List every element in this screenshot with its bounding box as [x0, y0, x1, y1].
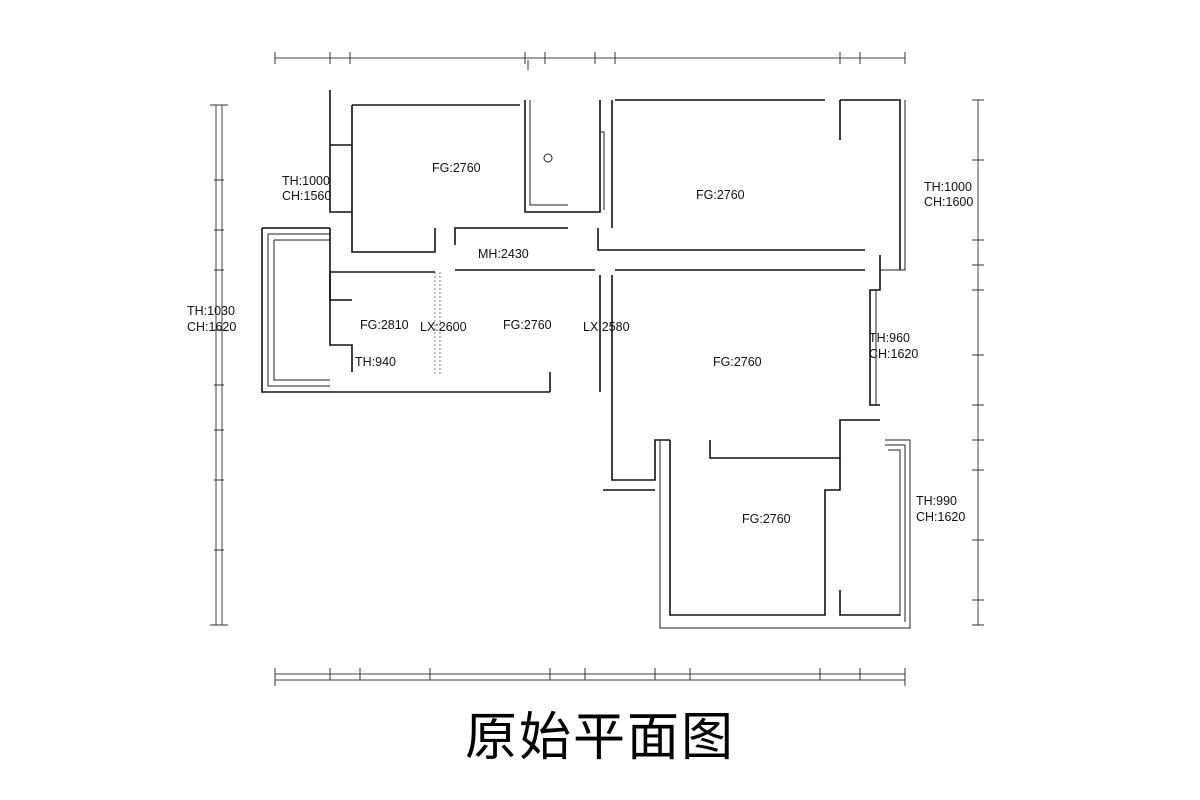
- label-bed-se-ch: CH:1620: [916, 510, 965, 524]
- label-bed-ne-ch: CH:1600: [924, 195, 973, 209]
- label-kitchen-fg: FG:2810: [360, 318, 409, 332]
- bedroom-southeast-walls: [659, 439, 911, 629]
- label-kitchen-lx: LX:2600: [420, 320, 467, 334]
- room-labels: FG:2760 TH:1000 CH:1560 FG:2760 TH:1000 …: [187, 161, 973, 526]
- label-bed-nw-th: TH:1000: [282, 174, 330, 188]
- floor-drain-icon: [543, 153, 553, 163]
- bedroom-northeast-walls: [597, 99, 906, 271]
- label-dining-fg: FG:2760: [503, 318, 552, 332]
- label-kitchen-th: TH:940: [355, 355, 396, 369]
- label-bed-se-th: TH:990: [916, 494, 957, 508]
- label-east-th: TH:960: [869, 331, 910, 345]
- bottom-dimension-line: [274, 668, 906, 686]
- right-dimension-line: [972, 99, 984, 626]
- bathroom-walls: [524, 100, 605, 213]
- bedroom-northwest-walls: [329, 90, 520, 253]
- label-living-fg: FG:2760: [713, 355, 762, 369]
- label-bed-ne-th: TH:1000: [924, 180, 972, 194]
- left-dimension-line: [210, 104, 228, 626]
- label-bed-nw-fg: FG:2760: [432, 161, 481, 175]
- label-corridor-mh: MH:2430: [478, 247, 529, 261]
- label-west-th: TH:1030: [187, 304, 235, 318]
- kitchen-walls: [261, 227, 551, 393]
- label-bed-ne-fg: FG:2760: [696, 188, 745, 202]
- label-bed-nw-ch: CH:1560: [282, 189, 331, 203]
- label-east-ch: CH:1620: [869, 347, 918, 361]
- floor-plan: FG:2760 TH:1000 CH:1560 FG:2760 TH:1000 …: [187, 52, 984, 686]
- label-west-ch: CH:1620: [187, 320, 236, 334]
- living-room-walls: [599, 255, 881, 491]
- label-bed-se-fg: FG:2760: [742, 512, 791, 526]
- top-dimension-line: [274, 52, 906, 70]
- corridor-walls: [454, 227, 865, 271]
- plan-title: 原始平面图: [464, 708, 735, 768]
- label-dining-lx: LX:2580: [583, 320, 630, 334]
